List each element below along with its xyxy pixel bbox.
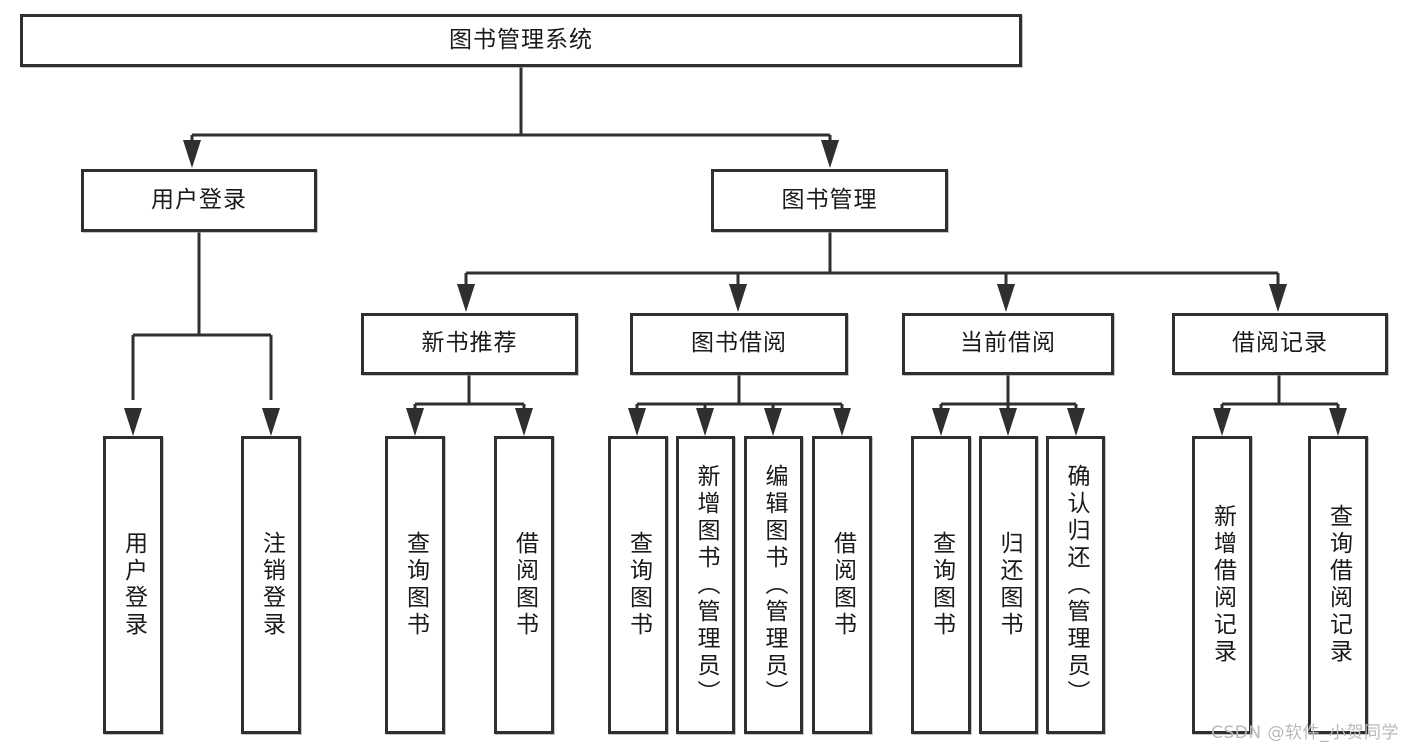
leaf-newbook-borrow-book[interactable]: 借阅图书	[494, 436, 554, 734]
leaf-label: 注销登录	[258, 531, 285, 639]
leaf-current-query-book[interactable]: 查询图书	[911, 436, 971, 734]
leaf-record-query-record[interactable]: 查询借阅记录	[1308, 436, 1368, 734]
node-user-login-label: 用户登录	[151, 186, 247, 213]
leaf-newbook-query-book[interactable]: 查询图书	[385, 436, 445, 734]
node-book-borrow-label: 图书借阅	[691, 330, 787, 357]
leaf-record-add-record[interactable]: 新增借阅记录	[1192, 436, 1252, 734]
node-borrow-record[interactable]: 借阅记录	[1172, 313, 1388, 375]
leaf-label: 查询图书	[928, 531, 955, 639]
leaf-label: 新增借阅记录	[1209, 504, 1236, 666]
node-borrow-record-label: 借阅记录	[1232, 330, 1328, 357]
leaf-borrow-edit-book[interactable]: 编辑图书（管理员）	[744, 436, 803, 734]
node-current-borrow-label: 当前借阅	[960, 330, 1056, 357]
leaf-label: 借阅图书	[511, 531, 538, 639]
leaf-current-confirm-return[interactable]: 确认归还（管理员）	[1046, 436, 1105, 734]
leaf-label: 归还图书	[996, 531, 1022, 639]
node-book-management[interactable]: 图书管理	[711, 169, 948, 232]
leaf-label: 确认归还（管理员）	[1063, 463, 1089, 707]
leaf-label: 查询借阅记录	[1325, 504, 1352, 666]
leaf-borrow-add-book[interactable]: 新增图书（管理员）	[676, 436, 735, 734]
csdn-watermark: CSDN @软件_小贺同学	[1211, 723, 1399, 743]
leaf-label: 编辑图书（管理员）	[761, 463, 787, 707]
node-current-borrow[interactable]: 当前借阅	[902, 313, 1114, 375]
node-root[interactable]: 图书管理系统	[20, 14, 1022, 67]
node-new-book-recommend-label: 新书推荐	[421, 330, 518, 357]
leaf-current-return-book[interactable]: 归还图书	[979, 436, 1038, 734]
node-root-label: 图书管理系统	[449, 26, 593, 53]
leaf-label: 用户登录	[120, 531, 147, 639]
leaf-user-login-login[interactable]: 用户登录	[103, 436, 163, 734]
leaf-label: 查询图书	[625, 531, 652, 639]
node-user-login[interactable]: 用户登录	[81, 169, 317, 232]
leaf-label: 查询图书	[402, 531, 429, 639]
leaf-label: 借阅图书	[829, 531, 856, 639]
leaf-borrow-borrow-book[interactable]: 借阅图书	[812, 436, 872, 734]
node-new-book-recommend[interactable]: 新书推荐	[361, 313, 578, 375]
leaf-borrow-query-book[interactable]: 查询图书	[608, 436, 668, 734]
leaf-user-login-logout[interactable]: 注销登录	[241, 436, 301, 734]
node-book-borrow[interactable]: 图书借阅	[630, 313, 848, 375]
node-book-management-label: 图书管理	[781, 186, 878, 213]
leaf-label: 新增图书（管理员）	[693, 463, 719, 707]
